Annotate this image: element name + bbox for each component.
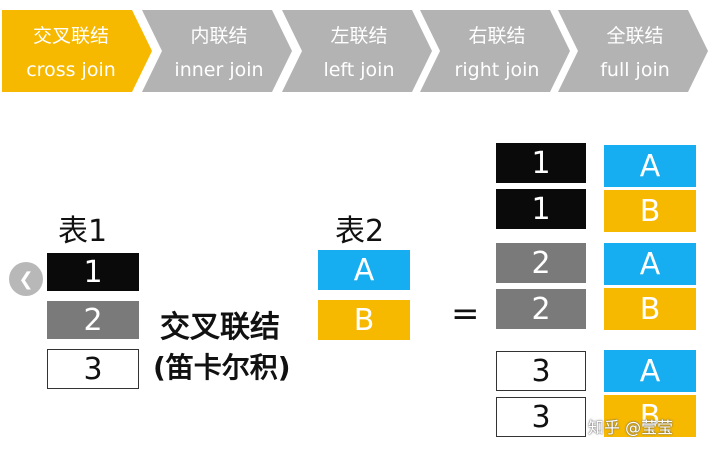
table1-cell-3: 3	[47, 349, 139, 389]
result-left-cell: 2	[496, 243, 586, 283]
step-full-join[interactable]: 全联结 full join	[558, 10, 708, 92]
result-right-cell: B	[604, 288, 696, 330]
step-inner-join[interactable]: 内联结 inner join	[142, 10, 292, 92]
result-right-cell: B	[604, 190, 696, 232]
result-left-cell: 3	[496, 397, 586, 437]
watermark: 知乎 @莹莹	[588, 418, 674, 437]
table1-title: 表1	[58, 214, 108, 249]
step-chevron	[142, 10, 292, 92]
chevron-left-icon[interactable]: ❮	[9, 262, 43, 296]
step-label-en: left join	[323, 59, 394, 81]
result-left-cell: 3	[496, 351, 586, 391]
table2-cell-b: B	[318, 300, 410, 340]
result-right-cell: A	[604, 243, 696, 285]
operation-sublabel: (笛卡尔积)	[153, 351, 291, 384]
join-type-steps: 交叉联结 cross join 内联结 inner join 左联结 left join 右…	[2, 10, 708, 92]
table2-title: 表2	[335, 214, 385, 249]
step-right-join[interactable]: 右联结 right join	[420, 10, 570, 92]
step-label-en: inner join	[174, 59, 263, 81]
operation-label: 交叉联结	[160, 310, 280, 345]
step-label-en: full join	[600, 59, 670, 81]
step-chevron	[2, 10, 152, 92]
result-right-cell: B	[604, 395, 696, 437]
step-chevron	[282, 10, 432, 92]
step-label-zh: 右联结	[468, 25, 525, 47]
step-chevron	[420, 10, 570, 92]
result-right-cell: A	[604, 350, 696, 392]
result-left-cell: 1	[496, 189, 586, 229]
step-chevron	[558, 10, 708, 92]
equals-sign: =	[451, 294, 480, 334]
step-label-en: right join	[455, 59, 540, 81]
result-left-cell: 1	[496, 143, 586, 183]
result-right-cell: A	[604, 145, 696, 187]
step-label-zh: 内联结	[190, 25, 247, 47]
result-left-cell: 2	[496, 289, 586, 329]
step-label-zh: 交叉联结	[33, 25, 109, 47]
step-label-en: cross join	[26, 59, 116, 81]
step-cross-join[interactable]: 交叉联结 cross join	[2, 10, 152, 92]
step-label-zh: 全联结	[606, 25, 663, 47]
table1-cell-2: 2	[47, 301, 139, 339]
step-left-join[interactable]: 左联结 left join	[282, 10, 432, 92]
step-label-zh: 左联结	[330, 25, 387, 47]
table1-cell-1: 1	[47, 253, 139, 291]
table2-cell-a: A	[318, 250, 410, 290]
